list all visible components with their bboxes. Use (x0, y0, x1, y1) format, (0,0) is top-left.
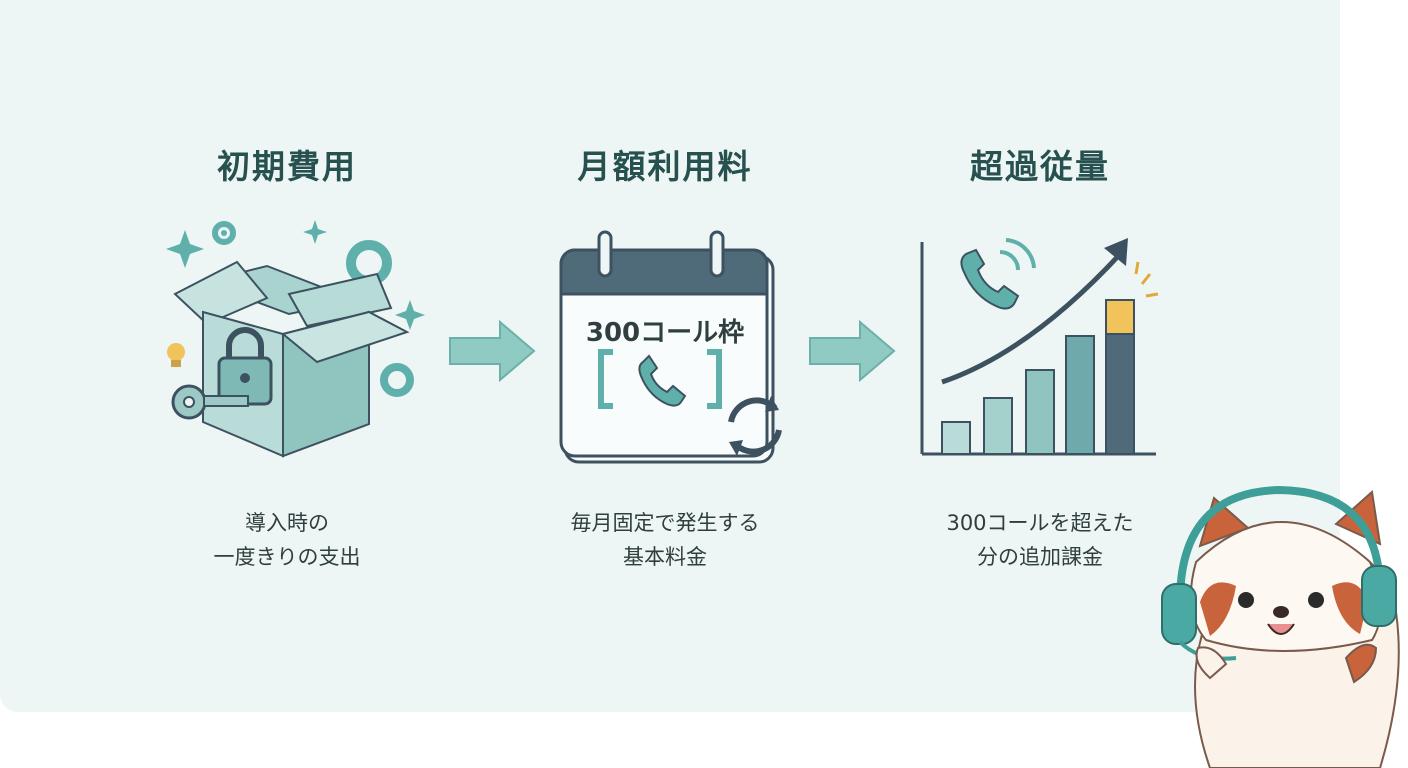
step-title: 初期費用 (217, 147, 357, 186)
flow-arrow-icon (809, 319, 896, 383)
trend-arrow-icon (941, 250, 1124, 385)
step-title: 月額利用料 (577, 147, 753, 186)
flow-arrow-icon (449, 319, 536, 383)
calendar-icon (559, 230, 782, 464)
phone-icon (638, 354, 687, 407)
sparkle-icon (166, 220, 425, 330)
bar-chart-icon (920, 238, 1159, 456)
step-description: 毎月固定で発生する 基本料金 (570, 511, 760, 569)
lightbulb-icon (167, 343, 185, 367)
phone-icon (960, 238, 1036, 310)
open-box-icon (166, 220, 425, 458)
red-panda-headset-mascot (1161, 485, 1400, 768)
calendar-label: 300コール枠 (585, 318, 745, 348)
step-description: 300コールを超えた 分の追加課金 (946, 511, 1134, 569)
key-icon (171, 384, 249, 420)
step-description: 導入時の 一度きりの支出 (213, 511, 361, 569)
step-title: 超過従量 (970, 147, 1110, 186)
